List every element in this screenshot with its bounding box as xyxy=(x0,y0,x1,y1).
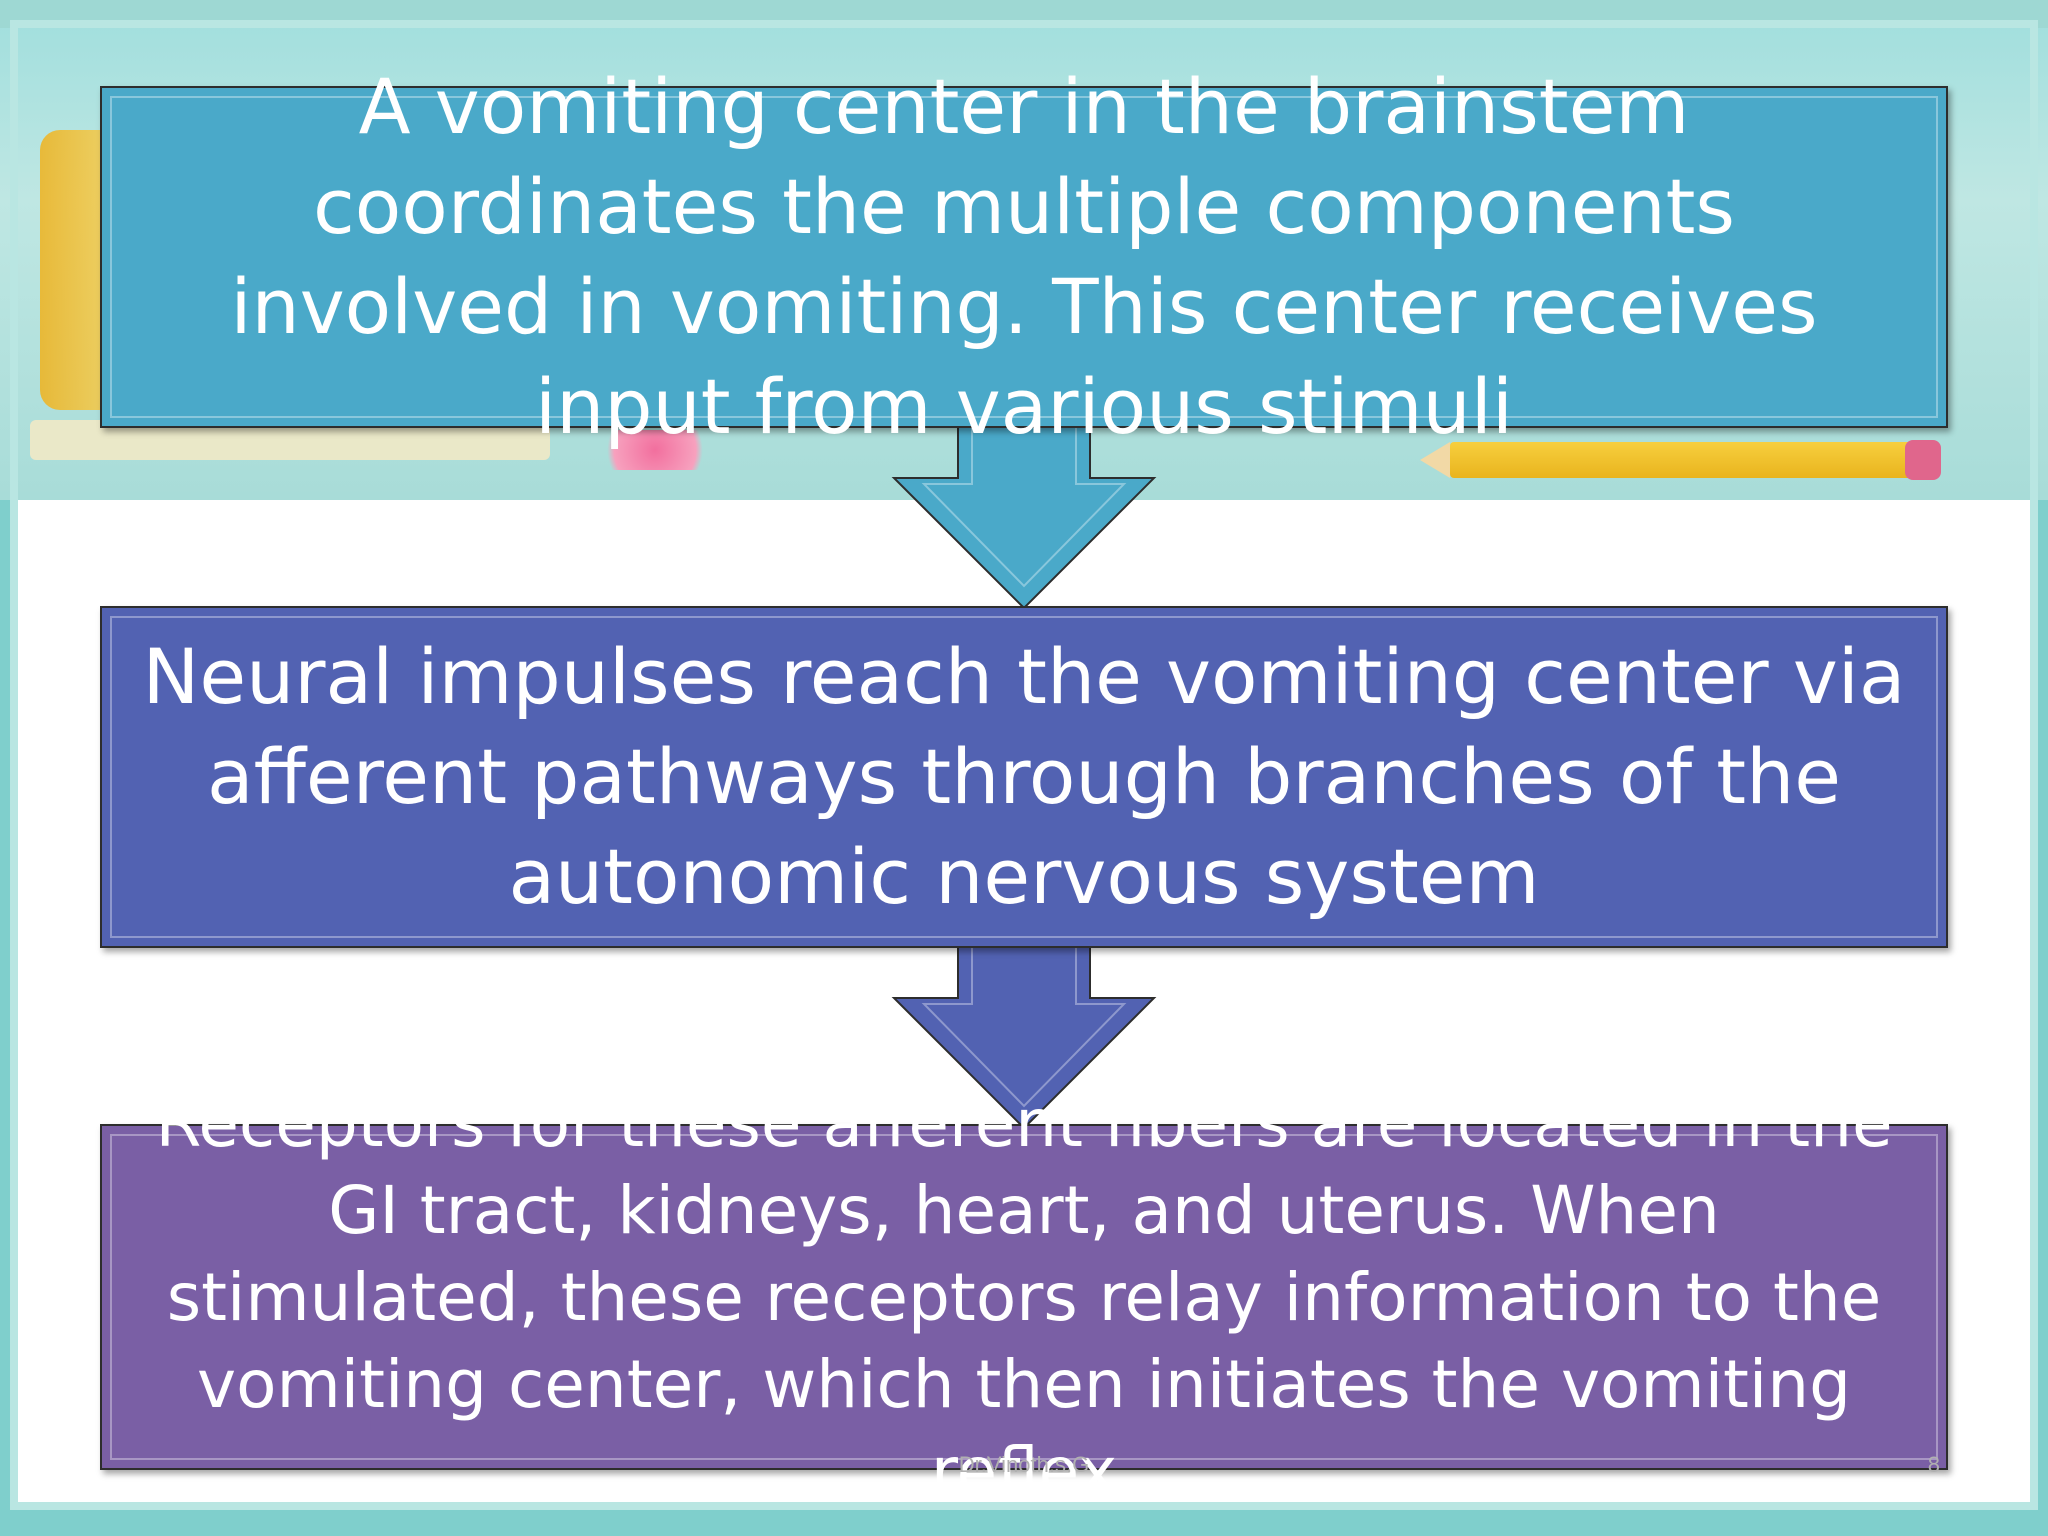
pencil-illustration xyxy=(1450,442,1920,478)
flow-step-1-box: A vomiting center in the brainstem coord… xyxy=(100,62,1948,451)
flow-step-3-box: Receptors for these afferent fibers are … xyxy=(100,1085,1948,1510)
slide-frame-border xyxy=(10,20,2038,1510)
slide-number: 8 xyxy=(1927,1452,1940,1477)
flow-step-1-text: A vomiting center in the brainstem coord… xyxy=(230,62,1818,451)
flow-step-2-text: Neural impulses reach the vomiting cente… xyxy=(142,632,1906,921)
eraser-illustration xyxy=(1905,440,1941,480)
pencil-tip-illustration xyxy=(1420,442,1450,478)
flow-step-3-text: Receptors for these afferent fibers are … xyxy=(155,1084,1893,1510)
flow-step-2-box: Neural impulses reach the vomiting cente… xyxy=(100,606,1948,948)
footer-author: Dr.Vinoth.s.G xyxy=(958,1452,1090,1477)
flower-illustration xyxy=(590,430,720,470)
decorative-bottom-band xyxy=(0,1505,2048,1536)
slide-footer: Dr.Vinoth.s.G 8 xyxy=(0,1452,2048,1482)
